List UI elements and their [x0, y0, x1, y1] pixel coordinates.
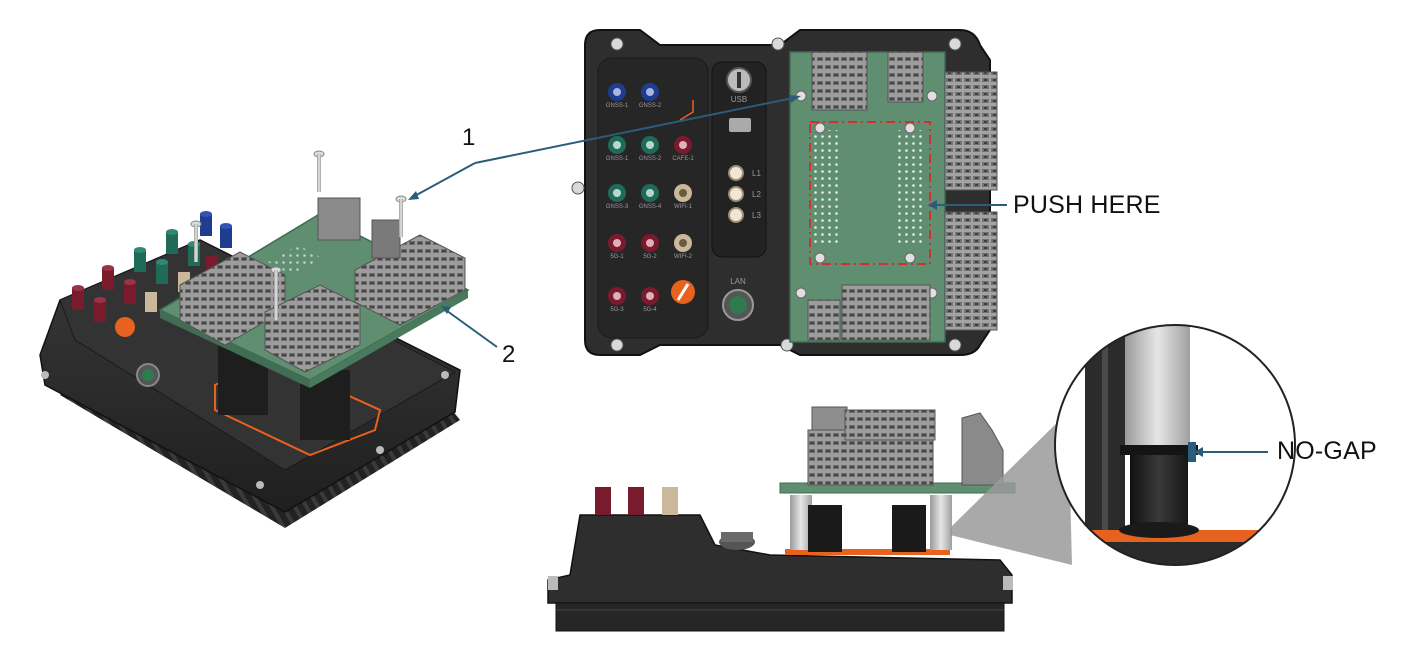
- mount-screws: [571, 37, 962, 352]
- standoff: [790, 495, 812, 550]
- led-label: L1: [752, 169, 761, 178]
- callout-line-1b: [410, 162, 476, 199]
- housing-base: [555, 602, 1005, 632]
- callout-line-1: [474, 96, 799, 164]
- callout-lines: [410, 96, 1268, 453]
- push-here-label: PUSH HERE: [1013, 191, 1161, 219]
- fakra-port-grid: [608, 83, 692, 305]
- port-label: GNSS-4: [639, 204, 662, 210]
- port-label: GNSS-1: [606, 156, 629, 162]
- terminal-block: [944, 71, 998, 191]
- terminal-block: [807, 299, 841, 341]
- arrow-icon: [789, 95, 801, 103]
- bolt-icon: [376, 446, 384, 454]
- bolt-icon: [441, 371, 449, 379]
- bolt-icon: [41, 371, 49, 379]
- led-label: L2: [752, 190, 761, 199]
- terminal-block: [264, 284, 361, 373]
- port-row-2: [608, 136, 692, 154]
- arrow-icon: [441, 306, 451, 314]
- port-label: GNSS-3: [606, 204, 629, 210]
- port-row-4: [608, 234, 692, 252]
- lan-label: LAN: [730, 277, 746, 286]
- terminal-block: [887, 51, 924, 103]
- terminal-block: [844, 409, 936, 441]
- board-screws: [795, 90, 938, 299]
- port-label: 5G-2: [643, 254, 657, 260]
- gasket: [785, 549, 950, 555]
- standoff-post-lower: [1130, 450, 1188, 530]
- connector-pillar: [808, 505, 842, 552]
- terminal-block: [317, 197, 361, 241]
- fakra-connector: [662, 487, 678, 515]
- no-gap-marker: [1188, 442, 1196, 462]
- terminal-block: [811, 51, 868, 111]
- fakra-connector: [595, 487, 611, 515]
- pcb-hole-grid: [268, 245, 322, 275]
- sim-slot: [729, 118, 751, 132]
- port-label: WIFI-1: [674, 204, 693, 210]
- arrow-icon: [408, 191, 419, 200]
- terminal-block: [841, 284, 931, 341]
- pcb-hole-grid: [898, 130, 926, 245]
- standoff-post: [1125, 325, 1190, 450]
- orientation-marker: [679, 100, 694, 121]
- screw-icon: [395, 195, 407, 237]
- isometric-assembly-view: [39, 150, 470, 528]
- port-label: 5G-3: [610, 307, 624, 313]
- detail-zoom-circle: [1054, 324, 1296, 566]
- callout-number-2: 2: [502, 341, 516, 368]
- port-label: 5G-1: [610, 254, 624, 260]
- led-label: L3: [752, 211, 761, 220]
- port-row-1: [608, 83, 659, 101]
- screw-icon: [313, 150, 325, 192]
- pcb-hole-grid: [810, 130, 838, 245]
- terminal-block: [371, 219, 401, 259]
- port-label: CAFE-1: [672, 156, 694, 162]
- port-row-5: [608, 287, 659, 305]
- terminal-block: [944, 211, 998, 331]
- port-label: 5G-4: [643, 307, 657, 313]
- screw-icon: [190, 220, 202, 262]
- arrow-icon: [928, 200, 937, 210]
- bolt-icon: [256, 481, 264, 489]
- connector-pillar: [892, 505, 926, 552]
- arrowheads: [408, 95, 1203, 457]
- magnification-cone: [950, 412, 1072, 565]
- usb-label: USB: [731, 95, 747, 104]
- port-label: WIFI-2: [674, 254, 693, 260]
- port-label: GNSS-1: [606, 103, 629, 109]
- terminal-block: [961, 412, 1004, 486]
- fakra-connector: [628, 487, 644, 515]
- callout-line-2: [442, 307, 498, 348]
- port-row-3: [608, 184, 692, 202]
- arrow-icon: [1194, 447, 1203, 457]
- port-label: GNSS-2: [639, 103, 662, 109]
- port-label: GNSS-2: [639, 156, 662, 162]
- side-view: [547, 406, 1072, 632]
- push-here-box: [809, 121, 931, 265]
- no-gap-label: NO-GAP: [1277, 437, 1377, 465]
- standoff: [930, 495, 952, 550]
- logo-badge: [115, 317, 135, 337]
- screw-icon: [270, 266, 282, 320]
- callout-number-1: 1: [462, 124, 476, 151]
- status-leds: L1 L2 L3: [728, 165, 761, 223]
